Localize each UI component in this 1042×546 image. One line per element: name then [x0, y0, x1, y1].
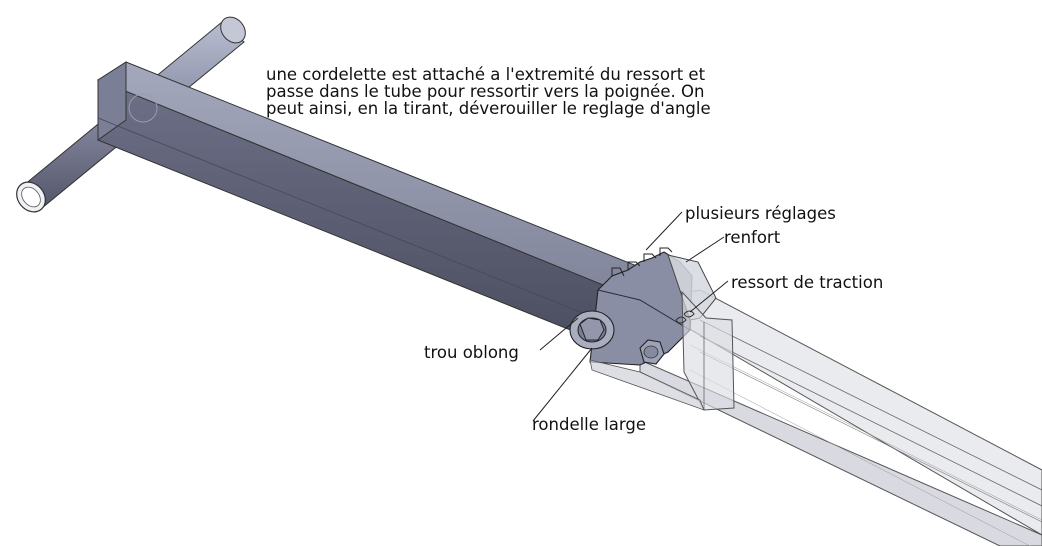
leader-renfort	[685, 236, 725, 263]
reinforcement-plate	[589, 254, 735, 411]
callout-plusieurs-reglages: plusieurs réglages	[685, 204, 836, 223]
leader-lines	[532, 211, 729, 422]
note-line-3: peut ainsi, en la tirant, déverouiller l…	[266, 99, 711, 118]
callout-rondelle-large: rondelle large	[532, 415, 646, 434]
leader-ressort-de-traction	[689, 280, 729, 313]
transparent-tube	[638, 289, 1042, 546]
second-bolt	[639, 339, 665, 365]
large-washer-bolt	[569, 310, 615, 350]
callout-ressort-de-traction: ressort de traction	[731, 273, 883, 292]
callout-renfort: renfort	[724, 228, 781, 247]
leader-trou-oblong	[539, 317, 579, 351]
note-line-1: une cordelette est attaché a l'extremité…	[266, 65, 706, 84]
traction-spring	[675, 310, 695, 324]
note-line-2: passe dans le tube pour ressortir vers l…	[266, 82, 705, 101]
leader-plusieurs-reglages	[645, 211, 683, 251]
leader-rondelle-large	[532, 347, 593, 422]
callout-trou-oblong: trou oblong	[424, 343, 519, 362]
annotation-note: une cordelette est attaché a l'extremité…	[266, 66, 711, 117]
